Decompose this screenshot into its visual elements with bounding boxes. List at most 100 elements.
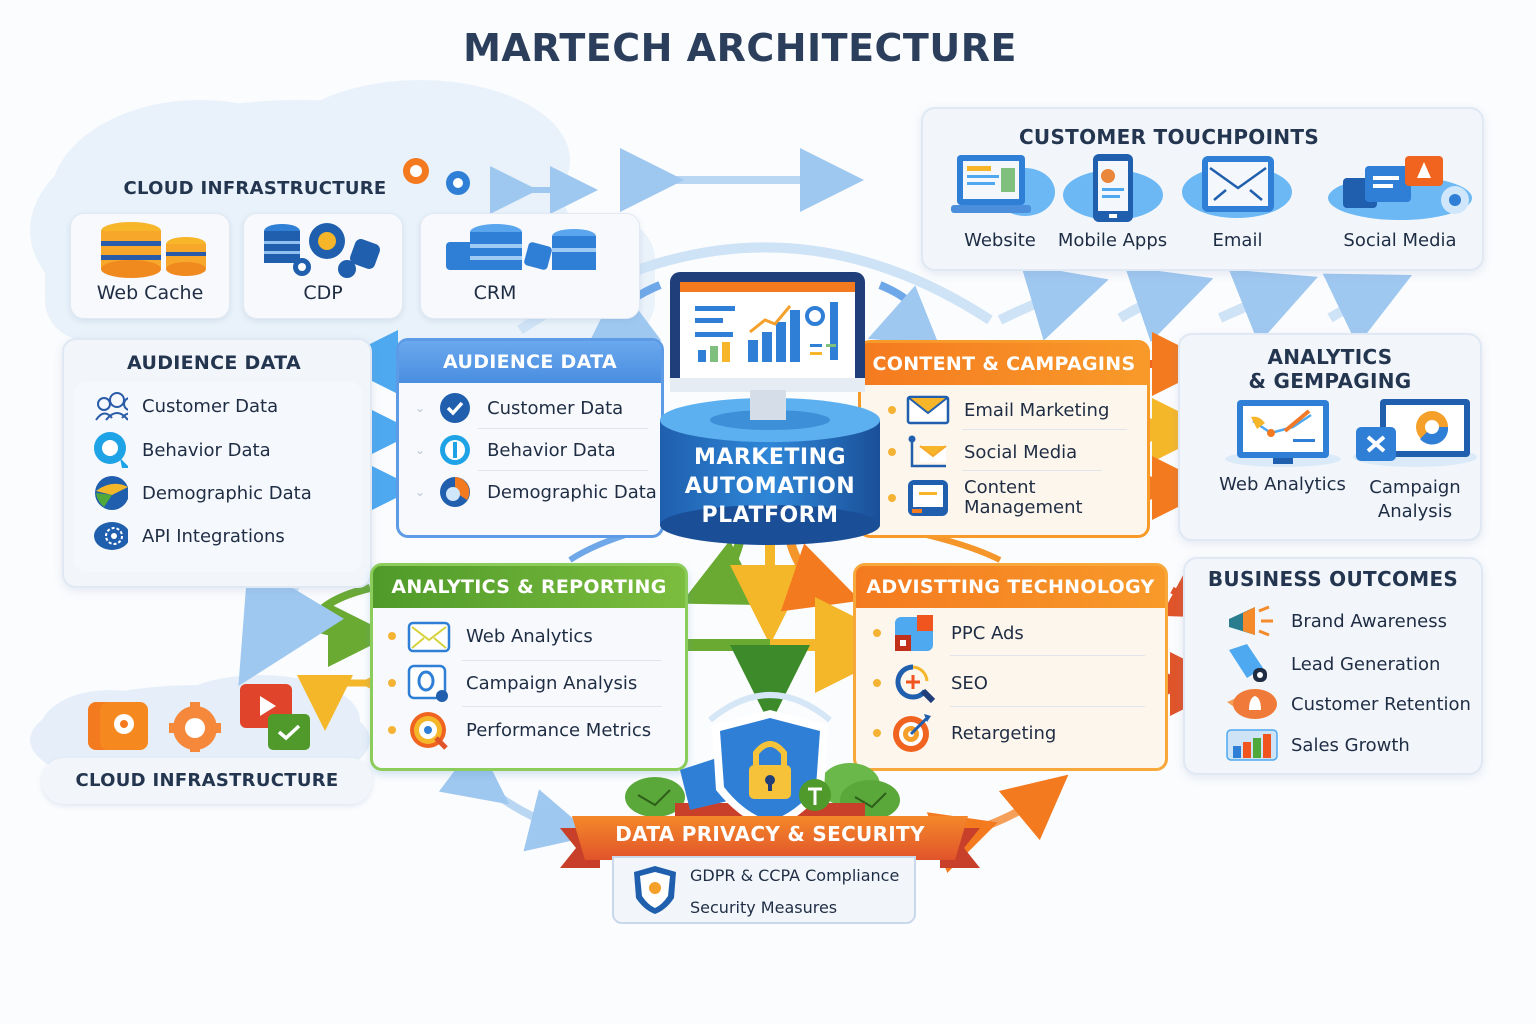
bullet-icon (873, 679, 881, 687)
platform-label-line1: MARKETING (693, 445, 847, 470)
divider (950, 655, 1145, 656)
infra-card-cdp[interactable]: CDP (243, 213, 403, 319)
pie-globe-icon (92, 475, 128, 511)
item-label: Demographic Data (142, 482, 312, 504)
bullet-icon (873, 729, 881, 737)
users-icon (92, 388, 128, 424)
search-bubble-icon (92, 432, 128, 468)
reporting-item[interactable]: Performance Metrics (388, 712, 651, 750)
adtech-item[interactable]: PPC Ads (873, 613, 1024, 653)
magnet-icon (1225, 644, 1279, 682)
audience-left-item[interactable]: Behavior Data (92, 432, 271, 468)
shield-lock-icon (712, 710, 828, 830)
privacy-item: GDPR & CCPA Compliance (690, 866, 900, 885)
infra-label: CRM (473, 282, 517, 304)
divider (462, 660, 662, 661)
divider (950, 706, 1145, 707)
privacy-shield-graphic (625, 710, 900, 830)
platform-label-line3: PLATFORM (701, 503, 839, 528)
item-label: Lead Generation (1291, 653, 1441, 675)
item-label: Campaign Analysis (466, 672, 638, 694)
audience-left-item[interactable]: Demographic Data (92, 475, 312, 511)
record-icon (88, 702, 148, 750)
audience-left-item[interactable]: API Integrations (92, 518, 285, 554)
item-label: Demographic Data (487, 481, 657, 503)
content-item[interactable]: Social Media (888, 434, 1077, 470)
infra-card-crm[interactable]: CRM (420, 213, 640, 319)
outcome-item[interactable]: Customer Retention (1225, 686, 1471, 722)
touchpoint-label: Email (1212, 230, 1263, 251)
audience-left-item[interactable]: Customer Data (92, 388, 278, 424)
magnifier-icon (406, 664, 452, 702)
audience-data-center-title: AUDIENCE DATA (399, 341, 661, 383)
analytics-label-line1: Campaign (1369, 477, 1461, 498)
privacy-item: Security Measures (690, 898, 838, 917)
outcome-item[interactable]: Brand Awareness (1225, 603, 1447, 639)
content-campaigns-panel: CONTENT & CAMPAGINS (858, 340, 1150, 538)
item-label: Customer Retention (1291, 693, 1471, 715)
mail-flag-icon (906, 434, 950, 470)
cdp-nodes-icon (264, 223, 380, 278)
bullet-icon (388, 726, 396, 734)
advertising-technology-title: ADVISTTING TECHNOLOGY (856, 566, 1165, 608)
platform-label: MARKETING AUTOMATION PLATFORM (660, 443, 880, 530)
gear-icon (398, 155, 478, 204)
platform-label-line2: AUTOMATION (684, 474, 856, 499)
audience-data-center-panel: AUDIENCE DATA (396, 338, 664, 538)
item-label: SEO (951, 672, 988, 694)
flow-arrow-3 (1217, 269, 1318, 344)
content-item[interactable]: Email Marketing (888, 392, 1109, 428)
analytics-gempaging-title-line1: ANALYTICS (1267, 345, 1393, 369)
megaphone-icon (1225, 603, 1279, 639)
outcome-item[interactable]: Sales Growth (1225, 727, 1410, 763)
item-label: PPC Ads (951, 622, 1024, 644)
flow-arrow-4 (1322, 273, 1413, 346)
flow-arrow-2 (1117, 266, 1214, 343)
arrow-privacy-right (926, 774, 1069, 874)
cloud-infrastructure-bottom-icons (80, 682, 320, 758)
analytics-item-web-analytics[interactable]: Web Analytics (1205, 397, 1360, 495)
bar-chart-icon (1225, 727, 1279, 763)
shield-location-icon (634, 866, 676, 914)
item-label: Sales Growth (1291, 734, 1410, 756)
touchpoint-social-media[interactable]: Social Media (1325, 150, 1475, 251)
business-outcomes-title: BUSINESS OUTCOMES (1207, 567, 1459, 591)
reporting-item[interactable]: Campaign Analysis (388, 664, 638, 702)
audience-center-item[interactable]: ⌄ Behavior Data (415, 432, 616, 468)
reporting-item[interactable]: Web Analytics (388, 618, 593, 654)
infra-card-web-cache[interactable]: Web Cache (70, 213, 230, 319)
analytics-item-campaign-analysis[interactable]: Campaign Analysis (1340, 397, 1490, 524)
envelope-icon (406, 618, 452, 654)
cloud-infrastructure-bottom-card: CLOUD INFRASTRUCTURE (42, 758, 372, 804)
adtech-item[interactable]: Retargeting (873, 713, 1056, 753)
analytics-reporting-title: ANALYTICS & REPORTING (373, 566, 685, 608)
outcome-item[interactable]: Lead Generation (1225, 644, 1441, 682)
info-circle-icon (437, 432, 473, 468)
item-label: Brand Awareness (1291, 610, 1447, 632)
bell-bubble-icon (1225, 686, 1279, 722)
audience-center-item[interactable]: ⌄ Demographic Data (415, 474, 657, 510)
arc-shield (708, 692, 832, 723)
touchpoint-mobile-apps[interactable]: Mobile Apps (1055, 150, 1170, 251)
touchpoint-label: Website (964, 230, 1036, 251)
arrow-privacy-left (438, 740, 594, 852)
item-label-line2: Management (964, 497, 1083, 518)
bullet-icon (388, 632, 396, 640)
content-screen-icon (906, 480, 950, 516)
cloud-infrastructure-title: CLOUD INFRASTRUCTURE (123, 178, 387, 199)
divider (478, 470, 648, 471)
bullet-icon (873, 629, 881, 637)
item-label: API Integrations (142, 525, 285, 547)
arc-right-arrow (867, 281, 940, 345)
touchpoint-website[interactable]: Website (945, 150, 1055, 251)
infra-label: Web Cache (96, 282, 204, 304)
touchpoint-email[interactable]: Email (1180, 150, 1295, 251)
adtech-item[interactable]: SEO (873, 663, 988, 703)
divider (462, 706, 662, 707)
chevron-down-icon: ⌄ (415, 401, 426, 415)
audience-center-item[interactable]: ⌄ Customer Data (415, 390, 623, 426)
bullet-icon (888, 448, 896, 456)
item-label: Behavior Data (487, 439, 616, 461)
